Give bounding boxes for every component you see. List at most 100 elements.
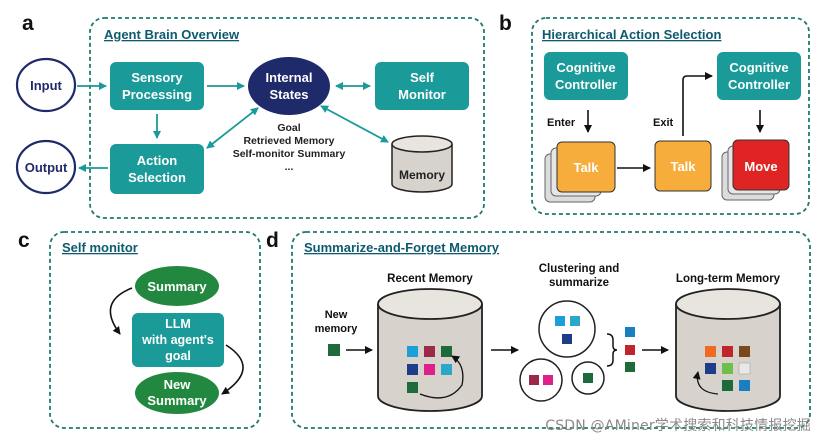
longterm-memory-blocks — [705, 346, 751, 391]
new-summary-label-1: New — [164, 377, 192, 392]
state-item-more: ... — [285, 161, 294, 173]
sensory-label-2: Processing — [122, 87, 192, 102]
summary-block — [625, 362, 635, 372]
memory-cylinder-body — [391, 144, 453, 193]
longterm-block — [705, 346, 716, 357]
new-memory-block — [328, 344, 340, 356]
input-node — [15, 57, 77, 113]
panel-d-letter: d — [266, 229, 279, 252]
action-label-1: Action — [137, 153, 178, 168]
sensory-label-1: Sensory — [131, 70, 183, 85]
recent-block — [424, 346, 435, 357]
cognitive-controller-left — [544, 52, 628, 100]
clustering-label-1: Clustering and — [539, 263, 620, 275]
cluster-block — [543, 375, 553, 385]
controller-right-label-2: Controller — [728, 77, 790, 92]
controller-right-label-1: Cognitive — [729, 60, 788, 75]
panel-d: d Summarize-and-Forget Memory New memory… — [266, 229, 811, 429]
recent-block — [441, 346, 452, 357]
state-item-summary: Self-monitor Summary — [233, 148, 346, 160]
watermark: CSDN @AMiner学术搜索和科技情报挖掘 — [545, 418, 811, 434]
talk-stack-front — [556, 141, 616, 193]
panel-c-frame — [49, 231, 261, 429]
controller-left-label-2: Controller — [555, 77, 617, 92]
clustering-label-2: summarize — [549, 277, 609, 289]
recent-block — [407, 346, 418, 357]
talk-single-box — [654, 140, 712, 192]
recent-block — [407, 382, 418, 393]
cluster-circle-2 — [519, 358, 563, 402]
new-memory-label-1: New — [325, 309, 348, 321]
move-stack-front — [732, 139, 790, 191]
new-summary-node — [135, 372, 219, 414]
longterm-block — [722, 363, 733, 374]
longterm-cylinder-top — [675, 288, 781, 320]
memory-label: Memory — [399, 168, 445, 182]
recent-cylinder-body — [377, 304, 483, 412]
cluster-block — [583, 373, 593, 383]
self-monitor-box — [375, 62, 469, 110]
summary-block — [625, 327, 635, 337]
panel-b-title: Hierarchical Action Selection — [542, 27, 721, 42]
recent-block — [424, 364, 435, 375]
llm-label-2: with agent's — [141, 333, 214, 347]
llm-label-3: goal — [165, 349, 191, 363]
recent-cylinder-top — [377, 288, 483, 320]
controller-left-label-1: Cognitive — [556, 60, 615, 75]
cluster-brace — [606, 333, 618, 367]
arrow-internal-memory — [320, 105, 389, 143]
panel-b-letter: b — [499, 12, 512, 35]
new-summary-label-2: Summary — [147, 393, 207, 408]
panel-a: a Agent Brain Overview Input Output Sens… — [15, 12, 485, 219]
summary-node — [135, 266, 219, 306]
action-selection-box — [110, 144, 204, 194]
cluster-block — [570, 316, 580, 326]
longterm-block — [722, 346, 733, 357]
recent-block — [407, 364, 418, 375]
action-label-2: Selection — [128, 170, 186, 185]
new-memory-label-2: memory — [315, 323, 359, 335]
summary-label: Summary — [147, 279, 207, 294]
summary-block — [625, 345, 635, 355]
longterm-block — [739, 380, 750, 391]
talk-stack-label: Talk — [573, 160, 599, 175]
panel-d-title: Summarize-and-Forget Memory — [304, 240, 500, 255]
output-label: Output — [25, 160, 68, 175]
longterm-memory-label: Long-term Memory — [676, 273, 781, 285]
panel-b-frame — [531, 17, 810, 215]
state-item-memory: Retrieved Memory — [243, 135, 334, 147]
cluster-block — [555, 316, 565, 326]
longterm-cycle-arrow — [692, 371, 719, 395]
panel-c-title: Self monitor — [62, 240, 138, 255]
sensory-processing-box — [110, 62, 204, 110]
llm-box — [132, 313, 224, 367]
panel-a-title: Agent Brain Overview — [104, 27, 240, 42]
panel-b: b Hierarchical Action Selection Cognitiv… — [499, 12, 810, 215]
cognitive-controller-right — [717, 52, 801, 100]
self-monitor-label-1: Self — [410, 70, 435, 85]
arrow-internal-action — [206, 107, 259, 149]
panel-c-letter: c — [18, 229, 30, 252]
state-item-goal: Goal — [277, 122, 300, 134]
output-node — [15, 139, 77, 195]
cluster-circle-1 — [538, 300, 596, 358]
llm-label-1: LLM — [165, 317, 191, 331]
internal-states-node — [248, 57, 330, 115]
cluster-block — [562, 334, 572, 344]
memory-cylinder-top — [391, 135, 453, 153]
panel-a-letter: a — [22, 12, 34, 35]
input-label: Input — [30, 78, 62, 93]
longterm-block — [722, 380, 733, 391]
longterm-block — [738, 362, 751, 375]
enter-label: Enter — [547, 117, 576, 129]
longterm-block — [739, 346, 750, 357]
recent-block — [441, 364, 452, 375]
arrow-llm-newsummary — [221, 344, 244, 395]
panel-d-frame — [291, 231, 811, 429]
exit-label: Exit — [653, 117, 674, 129]
arrow-exit — [682, 72, 713, 136]
longterm-block — [705, 363, 716, 374]
longterm-cylinder-body — [675, 304, 781, 412]
recent-cycle-arrow — [419, 355, 464, 399]
